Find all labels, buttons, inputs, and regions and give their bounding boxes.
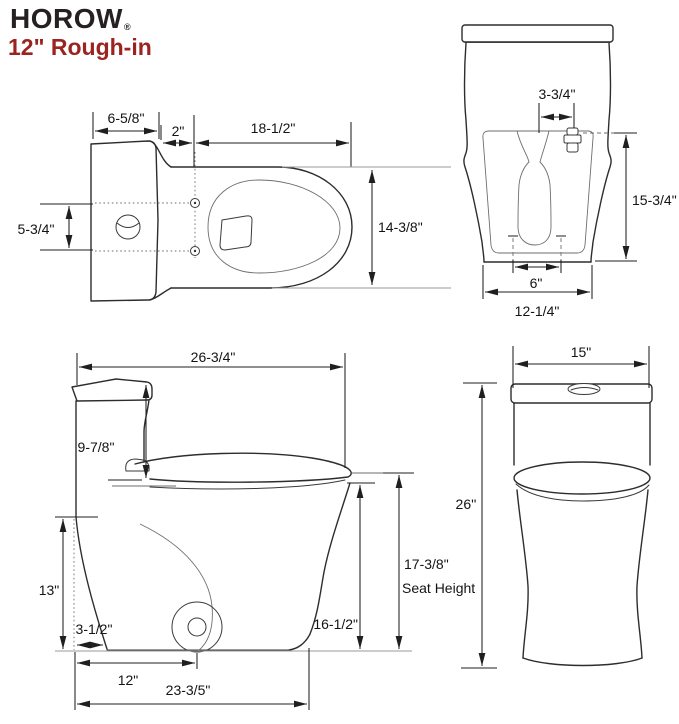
body-left-back [463,42,485,263]
brand-logo: HOROW [10,3,123,34]
dim-side-base-setback-label: 3-1/2" [76,621,113,637]
dim-back-base-width-label: 12-1/4" [515,303,560,319]
dim-back-bolt-spacing: 6" [508,235,566,291]
dim-top-bowl-length: 18-1/2" [196,120,352,167]
dim-top-bowl-width-label: 14-3/8" [378,219,423,235]
dim-back-inlet-height-label: 15-3/4" [632,192,677,208]
dim-side-seat-height-value: 17-3/8" [404,556,449,572]
dim-side-total-depth: 26-3/4" [76,349,346,468]
flush-jet-outline [219,215,253,251]
seat-ring-front [513,461,651,495]
neck-bottom [149,287,172,301]
dim-back-bolt-spacing-label: 6" [530,275,543,291]
dim-back-base-width: 12-1/4" [482,265,593,319]
dim-side-back-height-label: 13" [39,582,60,598]
seat-lid-top [134,452,352,483]
dim-top-bowl-length-label: 18-1/2" [251,120,296,136]
neck-top [149,140,172,168]
tank-button [115,214,141,240]
bowl-right-front [636,489,649,659]
body-right-back [590,42,612,263]
dim-back-inlet-offset-label: 3-3/4" [539,86,576,102]
dim-side-rough-in-label: 12" [118,672,139,688]
seat-hole-top-center [193,201,197,205]
bowl-outer-rim [170,166,353,289]
fill-valve [563,127,582,153]
dim-back-inlet-offset: 3-3/4" [538,86,576,133]
top-view: 6-5/8" 2" 18-1/2" 14-3/8" [18,110,451,302]
trapway-back [516,130,552,246]
dim-back-inlet-height: 15-3/4" [595,135,677,262]
body-back-side [75,516,108,650]
dim-side-back-height: 13" [39,516,98,649]
flush-button-front [567,383,601,395]
brand-block: HOROW® 12" Rough-in [8,3,152,61]
drain-cap-outer [171,601,223,653]
dim-top-hole-offset-label: 2" [172,123,185,139]
drain-cap-inner [187,617,207,637]
base-bottom-front [522,657,643,667]
dim-top-tank-width: 6-5/8" [92,110,160,139]
dim-side-base-setback: 3-1/2" [76,621,113,649]
dim-top-button-span-label: 5-3/4" [18,221,55,237]
dim-side-base-length: 23-3/5" [77,648,310,710]
bowl-inner-rim [207,179,341,274]
tank-lid-side [71,378,153,402]
dim-front-tank-width-label: 15" [571,344,592,360]
seat-rim-lower-front [515,483,650,502]
dim-top-hole-offset: 2" [160,115,195,167]
dim-front-total-height-label: 26'' [456,496,477,512]
back-view: 3-3/4" 15-3/4" 6" 12-1/4" [461,24,677,319]
front-view: 15" 26'' [456,344,653,669]
dim-side-seat-height: 17-3/8" Seat Height [352,472,475,649]
tank-sides-front [513,402,651,466]
rough-in-subtitle: 12" Rough-in [8,34,152,61]
dim-side-base-length-label: 23-3/5" [166,682,211,698]
bowl-left-front [516,489,529,659]
tank-lid-back [461,24,614,43]
tank-button-seam [116,222,140,228]
dim-side-rough-in: 12" [74,652,198,710]
dim-side-rim-height-label: 16-1/2" [313,616,358,632]
dim-side-seat-height-caption: Seat Height [402,580,475,596]
dim-side-total-depth-label: 26-3/4" [191,349,236,365]
seat-hole-bottom-center [193,249,197,253]
dim-top-button-span: 5-3/4" [18,203,93,251]
dim-top-bowl-width: 14-3/8" [272,166,451,289]
dim-front-tank-width: 15" [512,344,650,388]
seat-bottom-edge [149,479,346,490]
trap-skirt-curve [139,523,213,652]
tank-outline-top [90,140,159,302]
interior-outline-back [482,130,594,254]
dim-side-tank-above-seat: 9-7/8" [78,385,150,481]
flush-button-seam-front [570,387,599,391]
registered-mark: ® [123,22,131,32]
dim-side-tank-above-seat-label: 9-7/8" [78,439,115,455]
dim-top-tank-width-label: 6-5/8" [108,110,145,126]
tank-body-side [75,399,150,518]
dim-front-total-height: 26'' [456,382,497,669]
bowl-front-side [288,482,351,651]
dim-side-rim-height: 16-1/2" [313,482,375,649]
side-view: 26-3/4" 9-7/8" 13" 3-1/2" [39,349,475,710]
